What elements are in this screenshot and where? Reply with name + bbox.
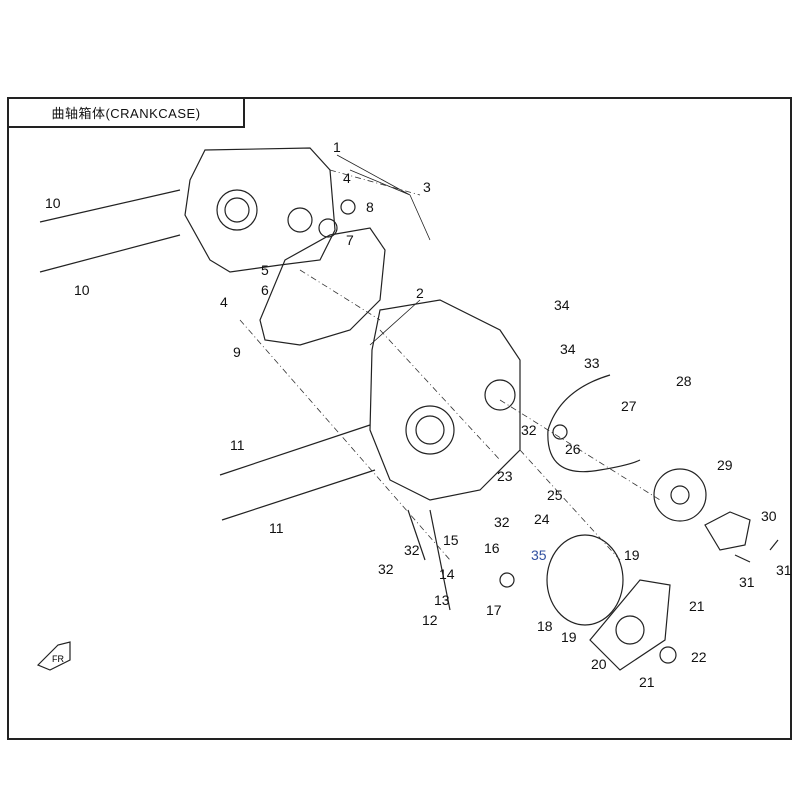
seal-22 bbox=[659, 646, 677, 664]
callout-13: 13 bbox=[434, 592, 450, 608]
wire-33 bbox=[547, 374, 641, 473]
callout-4: 4 bbox=[343, 170, 351, 186]
callout-29: 29 bbox=[717, 457, 733, 473]
callout-25: 25 bbox=[547, 487, 563, 503]
callout-32: 32 bbox=[521, 422, 537, 438]
front-marker-label: FR bbox=[52, 654, 64, 664]
parts-drawing: FR bbox=[36, 147, 779, 671]
stud-11a bbox=[219, 424, 371, 476]
callout-12: 12 bbox=[422, 612, 438, 628]
callout-11: 11 bbox=[269, 520, 284, 536]
callout-19: 19 bbox=[624, 547, 640, 563]
callout-10: 10 bbox=[74, 282, 90, 298]
stud-11b bbox=[221, 469, 376, 521]
callout-34: 34 bbox=[560, 341, 576, 357]
callout-21: 21 bbox=[639, 674, 655, 690]
callout-17: 17 bbox=[486, 602, 502, 618]
callout-11: 11 bbox=[230, 437, 245, 453]
callout-23: 23 bbox=[497, 468, 513, 484]
callout-19: 19 bbox=[561, 629, 577, 645]
callout-10: 10 bbox=[45, 195, 61, 211]
callout-32: 32 bbox=[494, 514, 510, 530]
stud-10a bbox=[39, 189, 181, 223]
left-crankcase bbox=[184, 147, 336, 273]
cover-20 bbox=[589, 579, 671, 671]
callout-4: 4 bbox=[220, 294, 228, 310]
callout-21: 21 bbox=[689, 598, 705, 614]
callout-32: 32 bbox=[378, 561, 394, 577]
callout-31: 31 bbox=[739, 574, 755, 590]
callout-18: 18 bbox=[537, 618, 553, 634]
callout-24: 24 bbox=[534, 511, 550, 527]
callout-14: 14 bbox=[439, 566, 455, 582]
callout-1: 1 bbox=[333, 139, 341, 155]
callout-20: 20 bbox=[591, 656, 607, 672]
callout-labels: 1348756410109234343328272632292325243235… bbox=[45, 139, 792, 690]
stud-10b bbox=[39, 234, 181, 273]
oil-seal-7 bbox=[318, 218, 338, 238]
sprocket-29 bbox=[653, 468, 707, 522]
plate-30 bbox=[704, 511, 751, 551]
callout-2: 2 bbox=[416, 285, 424, 301]
callout-26: 26 bbox=[565, 441, 581, 457]
callout-30: 30 bbox=[761, 508, 777, 524]
washer-26 bbox=[552, 424, 568, 440]
callout-5: 5 bbox=[261, 262, 269, 278]
callout-3: 3 bbox=[423, 179, 431, 195]
gasket-3 bbox=[259, 227, 386, 346]
callout-16: 16 bbox=[484, 540, 500, 556]
callout-9: 9 bbox=[233, 344, 241, 360]
right-crankcase bbox=[369, 299, 521, 501]
callout-8: 8 bbox=[366, 199, 374, 215]
callout-6: 6 bbox=[261, 282, 269, 298]
callout-35: 35 bbox=[531, 547, 547, 563]
bearing-8 bbox=[340, 199, 356, 215]
diagram-title: 曲轴箱体(CRANKCASE) bbox=[7, 97, 245, 128]
o-ring-18 bbox=[546, 534, 624, 626]
callout-7: 7 bbox=[346, 232, 354, 248]
callout-15: 15 bbox=[443, 532, 459, 548]
callout-27: 27 bbox=[621, 398, 637, 414]
callout-33: 33 bbox=[584, 355, 600, 371]
callout-28: 28 bbox=[676, 373, 692, 389]
gear-17 bbox=[499, 572, 515, 588]
callout-22: 22 bbox=[691, 649, 707, 665]
callout-31: 31 bbox=[776, 562, 792, 578]
callout-32: 32 bbox=[404, 542, 420, 558]
diagram-frame bbox=[7, 97, 792, 740]
callout-34: 34 bbox=[554, 297, 570, 313]
front-direction-marker: FR bbox=[36, 641, 71, 671]
